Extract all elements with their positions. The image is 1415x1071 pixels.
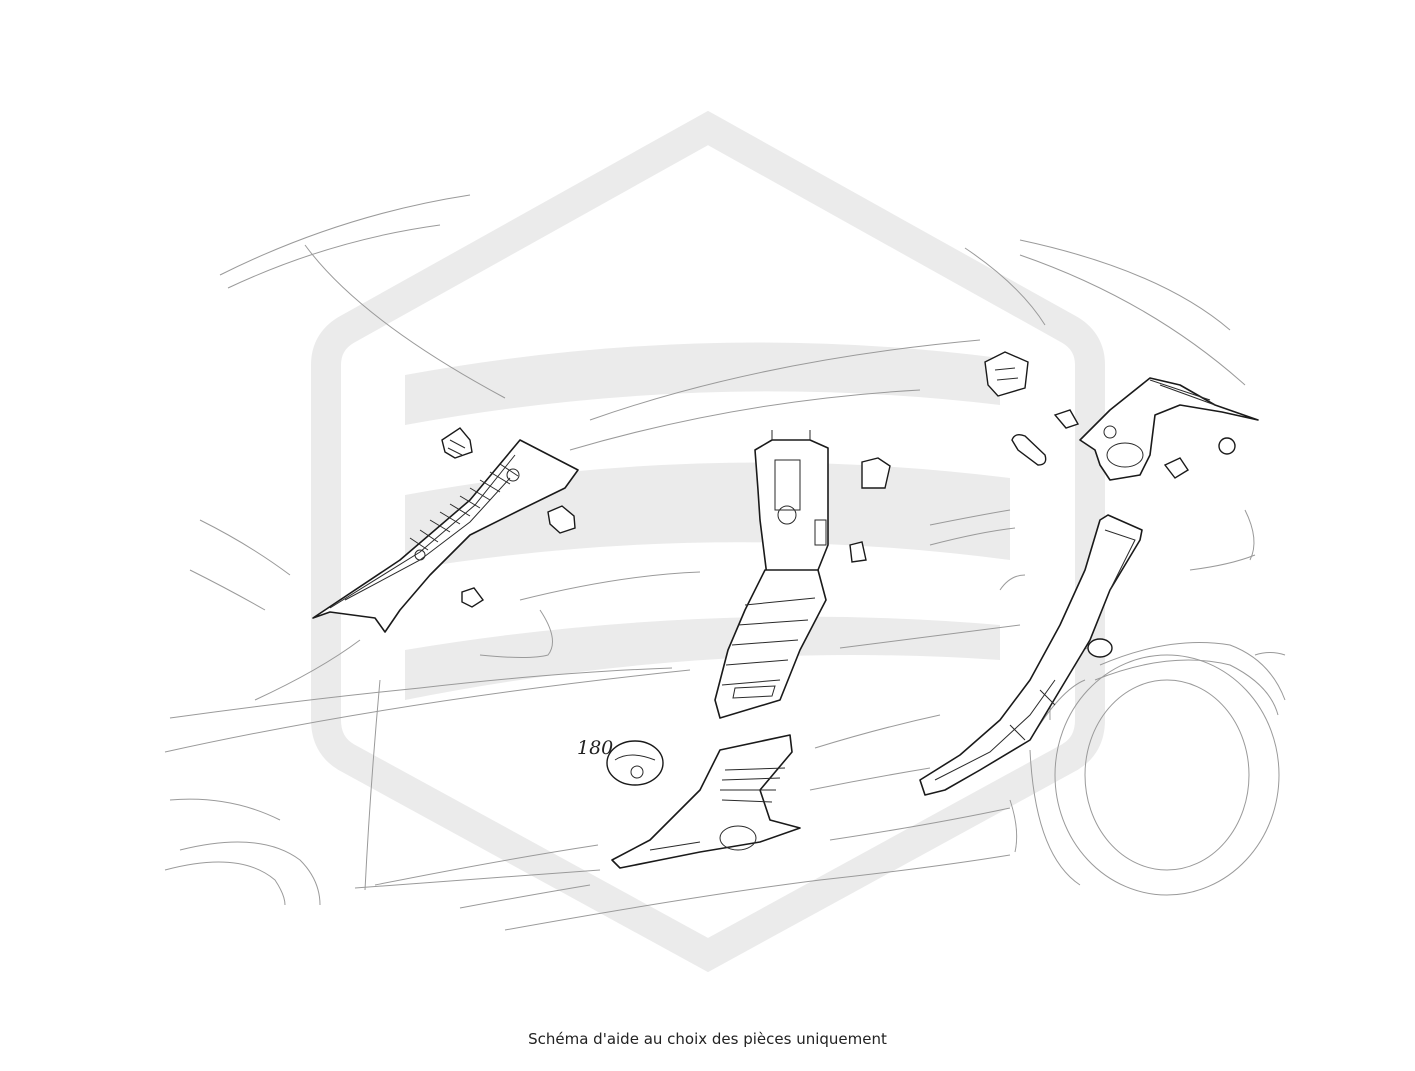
clip-rear-quarter [1087,638,1113,658]
clip-c-pillar-2 [1218,437,1236,455]
sill-kick-panel [611,734,801,869]
callout-180: 180 [577,737,613,759]
b-pillar-lower-trim [714,569,827,719]
diagram-caption: Schéma d'aide au choix des pièces unique… [528,1030,887,1048]
clip-a-pillar-top [441,427,473,459]
handle-upper-right [1011,433,1047,466]
rear-quarter-trim [919,514,1143,796]
b-pillar-upper-trim [754,430,829,601]
part-180-grommet [606,740,664,786]
clip-b-pillar-2 [849,541,867,563]
clip-upper-right-2 [1053,409,1080,429]
clip-b-pillar-1 [861,457,891,489]
c-pillar-trim [1079,377,1259,481]
clip-a-pillar-mid [547,505,576,534]
a-pillar-trim [312,439,579,633]
clip-a-pillar-low [461,587,485,608]
clip-upper-right-1 [984,351,1029,397]
clip-c-pillar-1 [1163,457,1189,479]
